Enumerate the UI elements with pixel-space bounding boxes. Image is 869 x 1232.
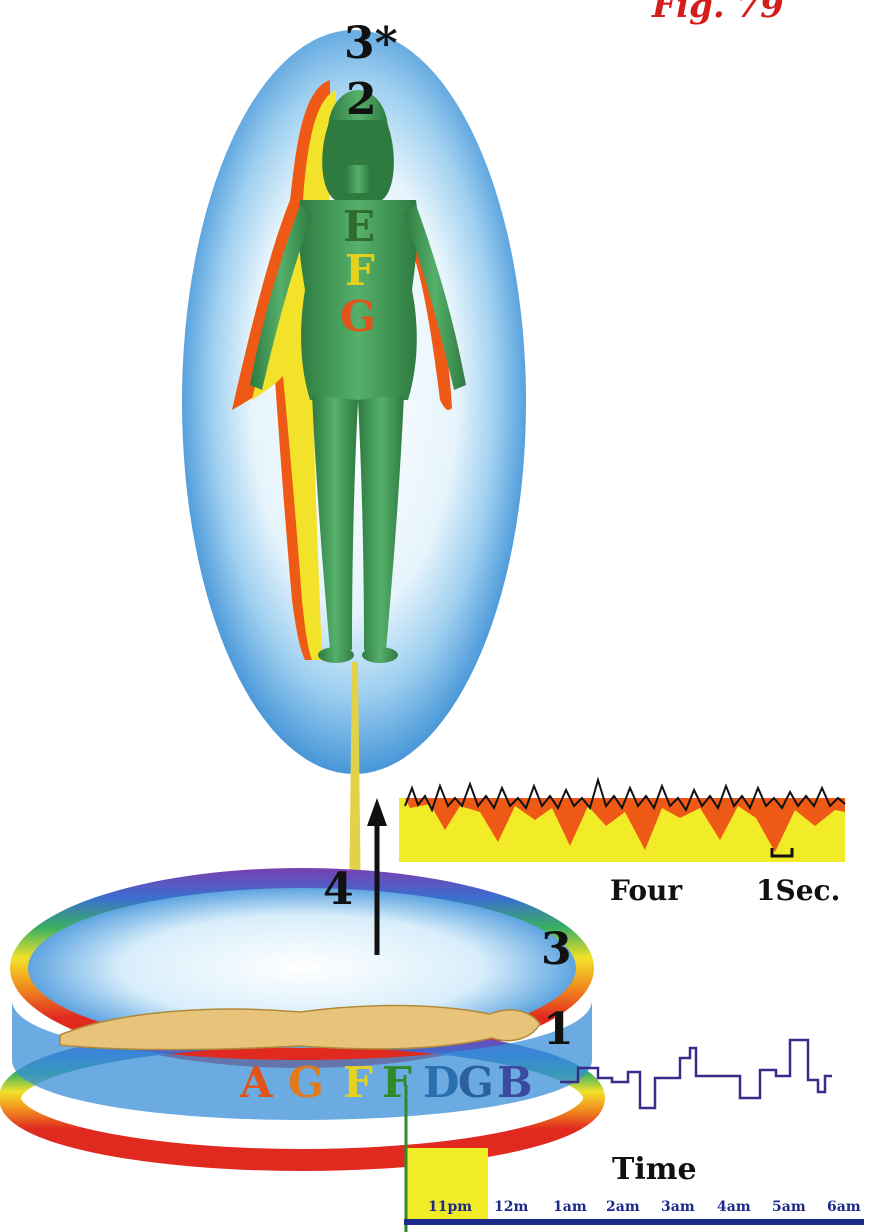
- chakra-letter-lower-f1: F: [343, 1062, 373, 1104]
- label-head: 2: [346, 78, 377, 122]
- label-connector: 4: [323, 868, 354, 912]
- time-title: Time: [612, 1152, 697, 1187]
- label-ring: 3: [541, 928, 572, 972]
- chakra-letter-upper-g: G: [340, 296, 376, 338]
- hour-label-12m: 12m: [494, 1199, 528, 1215]
- label-aura-outer: 3*: [344, 22, 398, 66]
- chakra-letter-lower-b: B: [497, 1062, 533, 1104]
- hour-label-6am: 6am: [827, 1199, 861, 1215]
- hour-label-4am: 4am: [717, 1199, 751, 1215]
- upward-arrow-head: [367, 798, 387, 826]
- hour-label-3am: 3am: [661, 1199, 695, 1215]
- chakra-letter-lower-a: A: [240, 1062, 273, 1104]
- label-body: 1: [543, 1008, 574, 1052]
- hour-label-2am: 2am: [606, 1199, 640, 1215]
- hour-label-1am: 1am: [553, 1199, 587, 1215]
- chakra-letter-lower-f2: F: [382, 1062, 412, 1104]
- timeline-axis: [404, 1219, 864, 1225]
- eeg-scale-label: 1Sec.: [756, 874, 840, 907]
- figure-title: Fig. 79: [652, 0, 784, 26]
- chakra-letter-lower-g: G: [288, 1062, 324, 1104]
- chakra-letter-lower-g2: G: [458, 1062, 494, 1104]
- hour-label-11pm: 11pm: [428, 1199, 472, 1215]
- hour-label-5am: 5am: [772, 1199, 806, 1215]
- chakra-letter-upper-f: F: [345, 250, 375, 292]
- chakra-letter-lower-d: D: [423, 1062, 459, 1104]
- chakra-letter-upper-e: E: [343, 206, 375, 248]
- eeg-label: Four: [610, 874, 682, 907]
